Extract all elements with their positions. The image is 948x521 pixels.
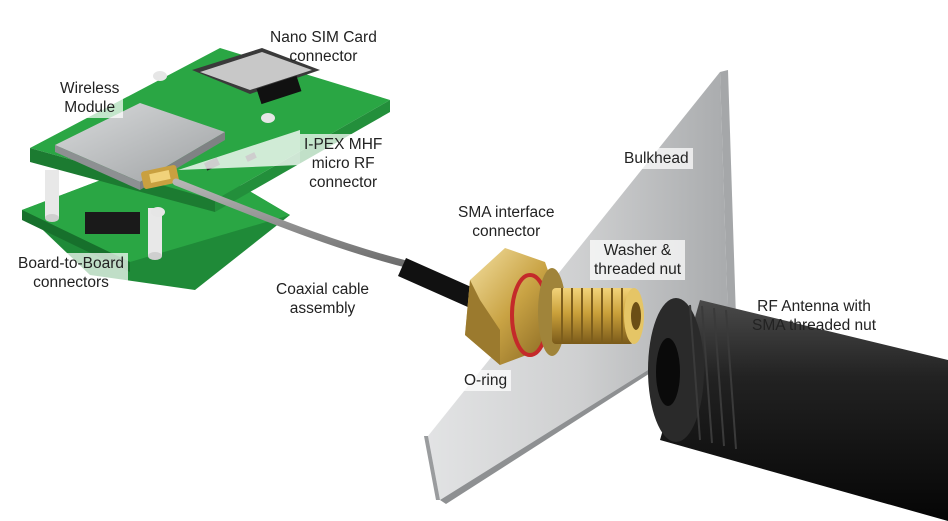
label-board-to-board: Board-to-Board connectors (14, 253, 128, 293)
label-wireless-module: Wireless Module (56, 78, 124, 118)
wireless-module (55, 103, 225, 182)
label-nano-sim: Nano SIM Card connector (270, 28, 377, 66)
label-ipex-line2: micro RF (311, 155, 375, 172)
label-antenna-line1: RF Antenna with (757, 298, 871, 315)
label-washer-nut-line1: Washer & (603, 242, 672, 259)
label-wireless-module-line2: Module (64, 99, 116, 116)
label-washer-nut-line2: threaded nut (594, 261, 682, 278)
sma-connector (465, 248, 644, 365)
label-coax: Coaxial cable assembly (276, 280, 369, 318)
label-nano-sim-line2: connector (289, 48, 358, 65)
label-coax-line2: assembly (289, 300, 356, 317)
label-antenna-line2: SMA threaded nut (752, 317, 877, 334)
label-washer-nut: Washer & threaded nut (590, 240, 686, 280)
label-antenna: RF Antenna with SMA threaded nut (752, 297, 876, 335)
label-bulkhead-line1: Bulkhead (624, 150, 689, 167)
label-sma-interface-line1: SMA interface (458, 204, 555, 221)
label-oring: O-ring (460, 370, 512, 391)
label-ipex: I-PEX MHF micro RF connector (300, 134, 387, 193)
label-ipex-line1: I-PEX MHF (304, 136, 383, 153)
coaxial-cable (172, 178, 478, 308)
label-ipex-line3: connector (309, 174, 378, 191)
label-wireless-module-line1: Wireless (60, 80, 120, 97)
label-sma-interface-line2: connector (472, 223, 541, 240)
label-sma-interface: SMA interface connector (458, 203, 555, 241)
board-to-board-connector (85, 212, 140, 234)
ipex-pointer (178, 130, 300, 170)
label-coax-line1: Coaxial cable (276, 281, 370, 298)
label-board-to-board-line1: Board-to-Board (18, 255, 124, 272)
label-bulkhead: Bulkhead (620, 148, 693, 169)
label-oring-line1: O-ring (464, 372, 508, 389)
rf-antenna (648, 298, 948, 521)
label-board-to-board-line2: connectors (33, 274, 109, 291)
label-nano-sim-line1: Nano SIM Card (270, 29, 377, 46)
